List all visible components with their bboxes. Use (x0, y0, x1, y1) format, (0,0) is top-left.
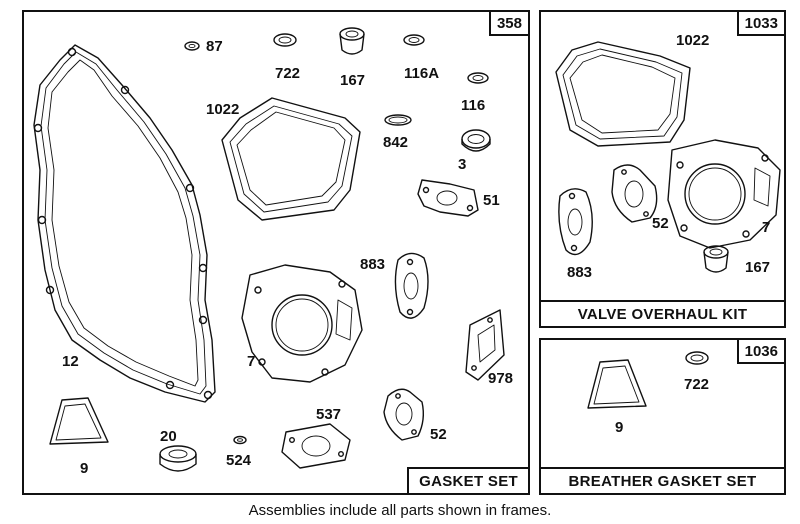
part-87-washer-drawing (184, 41, 200, 51)
vok-label-167: 167 (745, 259, 771, 276)
breather-gasket-set-frame: 1036 BREATHER GASKET SET (539, 338, 786, 495)
part-label-722: 722 (275, 65, 301, 82)
part-524-washer-drawing (233, 435, 247, 445)
part-537-gasket-drawing (281, 423, 351, 469)
vok-167-grommet-drawing (703, 245, 729, 273)
breather-label-722: 722 (684, 376, 710, 393)
part-label-167: 167 (340, 72, 366, 89)
footer-note: Assemblies include all parts shown in fr… (248, 502, 552, 519)
frame-number-gasket-set: 358 (488, 10, 530, 36)
gasket-set-frame: 358 GASKET SET (22, 10, 530, 495)
part-116a-seal-drawing (403, 34, 425, 46)
part-label-978: 978 (488, 370, 514, 387)
part-51-intake-gasket-drawing (417, 179, 479, 217)
part-label-116a: 116A (404, 65, 440, 82)
part-label-52: 52 (430, 426, 447, 443)
part-label-1022: 1022 (206, 101, 240, 118)
breather-9-gasket-drawing (587, 359, 647, 409)
part-label-3: 3 (458, 156, 467, 173)
part-label-883: 883 (360, 256, 386, 273)
part-116-seal-drawing (467, 72, 489, 84)
vok-label-883: 883 (567, 264, 593, 281)
part-label-7: 7 (247, 353, 256, 370)
part-label-12: 12 (62, 353, 79, 370)
part-label-842: 842 (383, 134, 409, 151)
part-label-51: 51 (483, 192, 500, 209)
breather-label-9: 9 (615, 419, 624, 436)
frame-title-breather: BREATHER GASKET SET (539, 467, 786, 495)
part-167-grommet-drawing (339, 27, 365, 55)
vok-1022-gasket-drawing (555, 41, 691, 147)
frame-title-valve-overhaul: VALVE OVERHAUL KIT (539, 300, 786, 328)
part-52-gasket-drawing (383, 388, 425, 441)
part-722-seal-drawing (273, 33, 297, 47)
part-883-exhaust-gasket-drawing (394, 252, 429, 319)
part-label-116: 116 (461, 97, 486, 114)
part-7-head-gasket-drawing (241, 264, 363, 383)
crankcase-gasket-drawing (33, 44, 216, 403)
frame-number-valve-overhaul: 1033 (736, 10, 786, 36)
part-3-oil-seal-drawing (461, 129, 491, 152)
vok-label-1022: 1022 (676, 32, 710, 49)
frame-number-breather: 1036 (736, 338, 786, 364)
part-label-537: 537 (316, 406, 342, 423)
part-1022-valve-cover-gasket-drawing (221, 97, 361, 221)
valve-overhaul-kit-frame: 1033 VALVE OVERHAUL KIT (539, 10, 786, 328)
part-9-gasket-drawing (49, 397, 109, 445)
part-label-9: 9 (80, 460, 89, 477)
part-label-524: 524 (226, 452, 252, 469)
breather-722-seal-drawing (685, 351, 709, 365)
frame-title-gasket-set: GASKET SET (407, 467, 530, 495)
vok-52-gasket-drawing (611, 164, 658, 223)
part-label-87: 87 (206, 38, 223, 55)
part-20-oil-seal-drawing (159, 445, 197, 472)
vok-label-52: 52 (652, 215, 669, 232)
vok-883-gasket-drawing (558, 188, 593, 256)
part-842-ring-drawing (384, 114, 412, 126)
part-label-20: 20 (160, 428, 177, 445)
vok-7-head-gasket-drawing (667, 139, 781, 249)
vok-label-7: 7 (762, 219, 771, 236)
part-978-gasket-drawing (465, 309, 505, 381)
